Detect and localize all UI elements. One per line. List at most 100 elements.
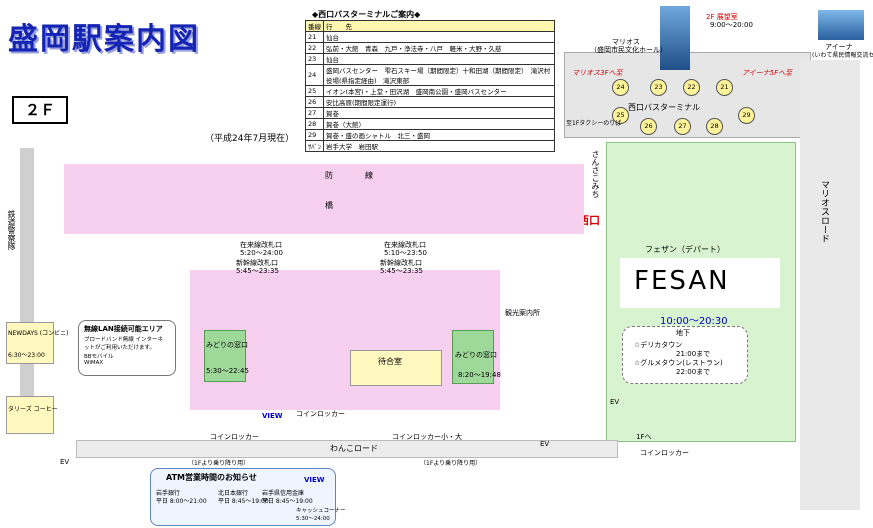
parking-label: 2F 展望室 bbox=[706, 13, 738, 21]
atm-view-label: VIEW bbox=[304, 476, 325, 484]
platform-25: 25 bbox=[612, 107, 629, 124]
fesan-hours: 10:00～20:30 bbox=[660, 316, 728, 327]
platform-28: 28 bbox=[706, 118, 723, 135]
map-title: 盛岡駅案内図 bbox=[8, 22, 200, 57]
wanko-road bbox=[76, 440, 618, 458]
platform-27: 27 bbox=[674, 118, 691, 135]
shinkansen-gate-south: 新幹線改札口 bbox=[380, 259, 422, 267]
midori-1-label: みどりの窓口 bbox=[206, 341, 248, 349]
zairai-gate-south-time: 5:10～23:50 bbox=[384, 249, 427, 257]
marios-floor-link[interactable]: マリオス3Fへ至 bbox=[572, 69, 623, 77]
shinkansen-gate-south-time: 5:45～23:35 bbox=[380, 267, 423, 275]
platform-22: 22 bbox=[683, 79, 700, 96]
newdays-shop[interactable] bbox=[6, 322, 54, 364]
coin-locker-2[interactable]: コインロッカー bbox=[296, 410, 345, 418]
atm-info-box bbox=[150, 468, 336, 526]
atm-bank-1-hours: 平日 8:00～21:00 bbox=[156, 498, 207, 505]
gourmet-town-hours: 22:00まで bbox=[676, 368, 711, 376]
shinkansen-gate-north: 新幹線改札口 bbox=[236, 259, 278, 267]
platform-26: 26 bbox=[640, 118, 657, 135]
pedestrian-bridge-area bbox=[64, 164, 584, 234]
bridge-label: 防 線 bbox=[325, 171, 373, 180]
coin-locker-3[interactable]: コインロッカー小・大 bbox=[392, 433, 462, 441]
col-header-no: 番線 bbox=[305, 20, 324, 32]
ev-label-3[interactable]: EV bbox=[610, 398, 620, 406]
marios-sub: （盛岡市民文化ホール） bbox=[590, 46, 667, 54]
zairai-gate-north: 在来線改札口 bbox=[240, 241, 282, 249]
bus-terminal-heading: ◆西口バスターミナルご案内◆ bbox=[312, 10, 421, 19]
zairai-gate-south: 在来線改札口 bbox=[384, 241, 426, 249]
fesan-logo-box bbox=[620, 258, 780, 308]
to-1f-note-1: （1Fより乗り降り用） bbox=[188, 460, 250, 467]
table-row: ｻﾊﾞﾝ岩手大学 岩田駅 bbox=[305, 140, 555, 152]
shinkansen-gate-north-time: 5:45～23:35 bbox=[236, 267, 279, 275]
wireless-lan-box bbox=[78, 320, 176, 376]
sansa-komichi-label: さんさこみち bbox=[591, 150, 600, 198]
platform-29: 29 bbox=[738, 107, 755, 124]
wireless-lan-title: 無線LAN接続可能エリア bbox=[84, 325, 163, 333]
west-wall bbox=[20, 148, 34, 418]
platform-23: 23 bbox=[650, 79, 667, 96]
fesan-logo: FESAN bbox=[634, 266, 730, 296]
newdays-label: NEWDAYS (コンビニ) bbox=[8, 330, 69, 337]
atm-bank-3: 岩手県信用金庫 bbox=[262, 490, 305, 497]
parking-time: 9:00～20:00 bbox=[710, 21, 753, 29]
fesan-b1-label: 地下 bbox=[676, 329, 690, 337]
atm-view-hours: 5:30～24:00 bbox=[296, 516, 330, 522]
deli-town-hours: 21:00まで bbox=[676, 350, 711, 358]
midori-1-time: 5:30～22:45 bbox=[206, 367, 249, 375]
aina-building-icon bbox=[818, 10, 864, 40]
atm-title: ATM営業時間のお知らせ bbox=[166, 473, 257, 482]
platform-24: 24 bbox=[612, 79, 629, 96]
col-header-dest: 行 先 bbox=[323, 20, 555, 32]
fesan-label: フェザン（デパート） bbox=[645, 245, 725, 254]
midori-2-time: 8:20～19:48 bbox=[458, 371, 501, 379]
tourist-info-label: 観光案内所 bbox=[505, 309, 540, 317]
aina-label: アイーナ bbox=[825, 43, 853, 51]
wireless-lan-desc: ブロードバンド無線 インターネットがご利用いただけます。 bbox=[84, 337, 164, 351]
railway-police-label: 鉄道警察隊 bbox=[7, 210, 16, 250]
midori-2-label: みどりの窓口 bbox=[455, 351, 497, 359]
marios-building-icon bbox=[660, 6, 690, 70]
atm-bank-2-hours: 平日 8:45～19:00 bbox=[218, 498, 269, 505]
midori-window-2[interactable] bbox=[452, 330, 494, 384]
bridge-label-2: 橋 bbox=[325, 201, 333, 210]
taxi-1f-label: 至1Fタクシーのりば bbox=[566, 120, 622, 127]
floor-label: ２Ｆ bbox=[12, 96, 68, 124]
waiting-room-label: 待合室 bbox=[378, 357, 402, 366]
to-1f-note-2: （1Fより乗り降り用） bbox=[420, 460, 482, 467]
aina-floor-link[interactable]: アイーナ5Fへ至 bbox=[742, 69, 793, 77]
ev-label-2[interactable]: EV bbox=[540, 440, 550, 448]
west-terminal-label: 西口バスターミナル bbox=[628, 103, 700, 112]
atm-view-sub: キャッシュコーナー bbox=[296, 508, 346, 514]
wanko-road-label: わんこロード bbox=[330, 444, 378, 453]
atm-bank-2: 北日本銀行 bbox=[218, 490, 249, 497]
coin-locker-1[interactable]: コインロッカー bbox=[210, 433, 259, 441]
bb-mobile-label: BBモバイル bbox=[84, 354, 114, 360]
aina-sub: (いわて県民情報交流センター) bbox=[812, 52, 873, 59]
marios-road-area bbox=[800, 60, 860, 510]
atm-bank-1: 岩手銀行 bbox=[156, 490, 181, 497]
midori-window-1[interactable] bbox=[204, 330, 246, 382]
deli-town-label: ☆デリカタウン bbox=[634, 341, 683, 349]
coin-locker-4[interactable]: コインロッカー bbox=[640, 449, 689, 457]
marios-road-label: マリオスロード bbox=[819, 180, 829, 243]
marios-label: マリオス bbox=[612, 38, 640, 46]
gourmet-town-label: ☆グルメタウン(レストラン) bbox=[634, 359, 723, 367]
tully-shop[interactable] bbox=[6, 396, 54, 434]
date-note: （平成24年7月現在） bbox=[205, 134, 295, 144]
to-1f-label[interactable]: 1Fへ bbox=[636, 433, 652, 441]
ev-label-1[interactable]: EV bbox=[60, 458, 70, 466]
wimax-label: WiMAX bbox=[84, 360, 104, 366]
waiting-room[interactable] bbox=[350, 350, 442, 386]
